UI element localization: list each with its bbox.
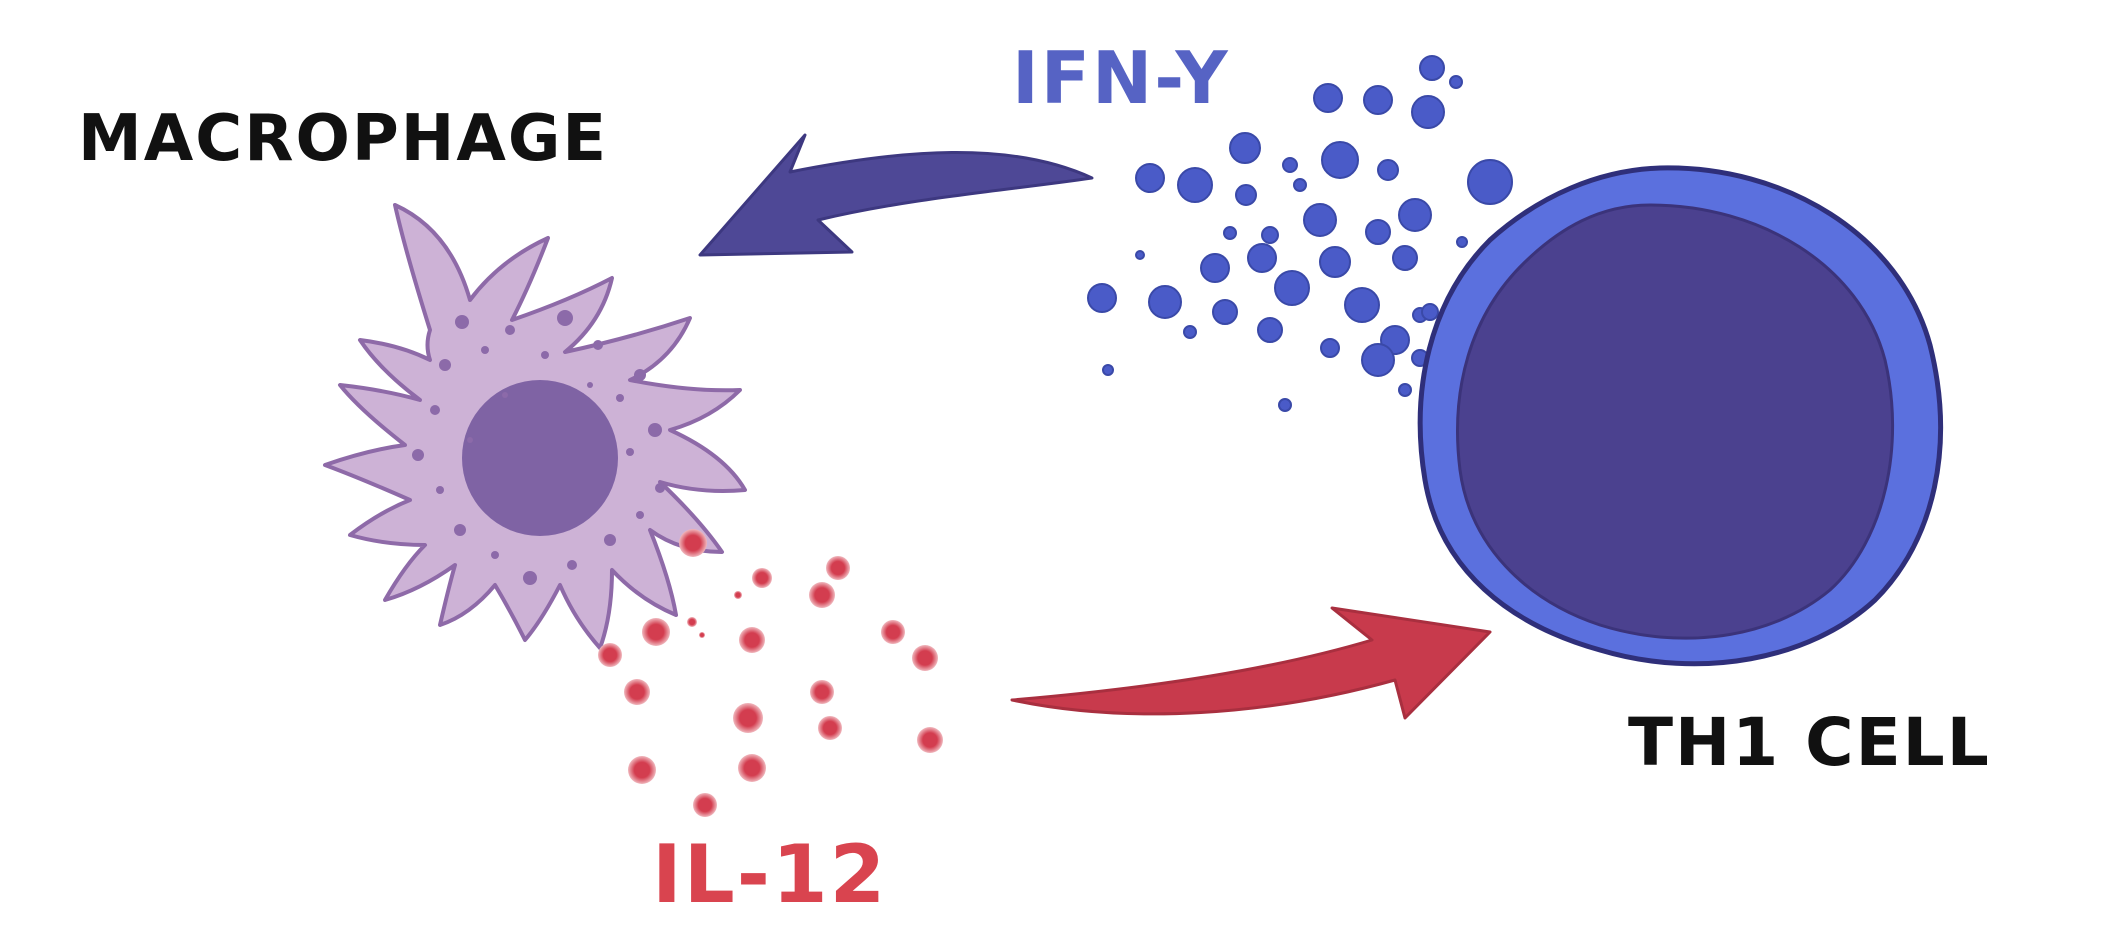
macrophage-granules [412, 310, 665, 585]
macrophage-label: MACROPHAGE [78, 102, 608, 176]
ifn-label: IFN-Y [1012, 36, 1230, 120]
th1-label: TH1 CELL [1628, 704, 1991, 781]
th1-nucleus [1456, 203, 1895, 640]
macrophage-cell [323, 203, 747, 650]
il12-arrow [1010, 606, 1492, 720]
macrophage-nucleus [462, 380, 618, 536]
ifn-arrow [698, 133, 1094, 257]
th1-cell [1417, 165, 1944, 667]
il12-label: IL-12 [652, 828, 887, 921]
il12-dots [598, 529, 943, 817]
ifn-dots [1087, 55, 1513, 412]
